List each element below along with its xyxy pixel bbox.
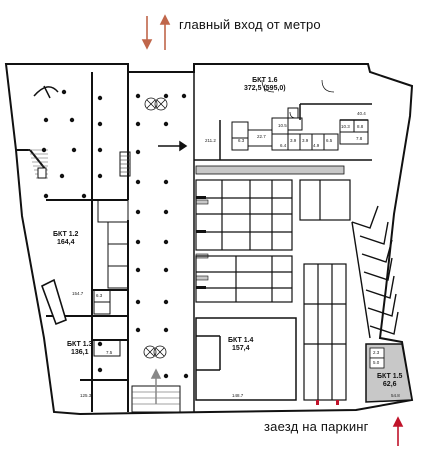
room-label: 6.4: [280, 143, 287, 148]
room-label: 40.4: [357, 111, 366, 116]
room-label: 2.3: [373, 350, 380, 355]
tenant-name: БКТ 1.6: [252, 77, 278, 84]
tenant-name: БКТ 1.2: [53, 231, 79, 238]
right-top-rooms: [231, 107, 369, 151]
tenant-bkt-1-6: БКТ 1.6 372,5 (595,0): [244, 77, 286, 93]
diagonal-kiosk: [41, 278, 67, 326]
tenant-bkt-1-3: БКТ 1.3 136,1: [67, 341, 92, 357]
tenant-name: БКТ 1.3: [67, 341, 93, 348]
room-label: 7.8: [356, 136, 363, 141]
parking-ramp: [303, 263, 347, 401]
room-label: 125.3: [80, 393, 92, 398]
room-label: 154.7: [72, 291, 84, 296]
left-small-rooms: [93, 199, 129, 357]
small-cabin: [37, 167, 47, 179]
room-label: 10.3: [341, 124, 350, 129]
entrance-arrows: [141, 14, 171, 50]
hall-up-arrow: [150, 368, 162, 404]
room-label: 22.7: [257, 134, 266, 139]
room-label: 7.5: [106, 350, 113, 355]
room-label: 6.5: [326, 138, 333, 143]
room-label: 6.3: [96, 293, 103, 298]
room-label: 5.0: [373, 360, 380, 365]
tenant-area: 164,4: [56, 239, 75, 246]
door-swings-top: [261, 79, 335, 119]
columns: [41, 89, 189, 379]
tenant-area: 62,6: [382, 381, 397, 388]
parking-caption: заезд на паркинг: [264, 419, 369, 434]
room-label: 3.9: [302, 138, 309, 143]
entrance-caption: главный вход от метро: [179, 17, 321, 32]
revolving-door: [33, 85, 59, 99]
middle-right-bays: [195, 179, 351, 303]
room-label: 211.2: [205, 138, 216, 143]
tenant-bkt-1-5: БКТ 1.5 62,6: [377, 373, 402, 389]
service-corridor: [195, 165, 345, 281]
room-label: 8.8: [357, 124, 364, 129]
room-label: 148.7: [232, 393, 244, 398]
tenant-name: БКТ 1.5: [377, 373, 403, 380]
tenant-bkt-1-4: БКТ 1.4 157,4: [228, 337, 253, 353]
tenant-name: БКТ 1.4: [228, 337, 254, 344]
bkt-1-4-block: [195, 317, 297, 401]
center-stairs-top: [119, 151, 131, 177]
room-label: 4.9: [313, 143, 320, 148]
room-label: 54.8: [391, 393, 400, 398]
hall-direction-arrow: [158, 140, 188, 152]
ramp-markers: [316, 400, 339, 405]
escalator-top: [144, 97, 168, 111]
room-label: 6.3: [238, 138, 245, 143]
parking-arrow: [392, 416, 404, 446]
right-car-bays: [351, 205, 399, 339]
tenant-area: 136,1: [70, 349, 89, 356]
room-label: 10.5: [278, 123, 287, 128]
room-label: 3.9: [290, 138, 297, 143]
tenant-area: 372,5 (595,0): [244, 85, 286, 92]
bkt-1-5-subrooms: [369, 347, 385, 369]
escalator-bottom: [143, 345, 167, 359]
tenant-area: 157,4: [231, 345, 250, 352]
tenant-bkt-1-2: БКТ 1.2 164,4: [53, 231, 78, 247]
bay-accents: [196, 196, 206, 289]
